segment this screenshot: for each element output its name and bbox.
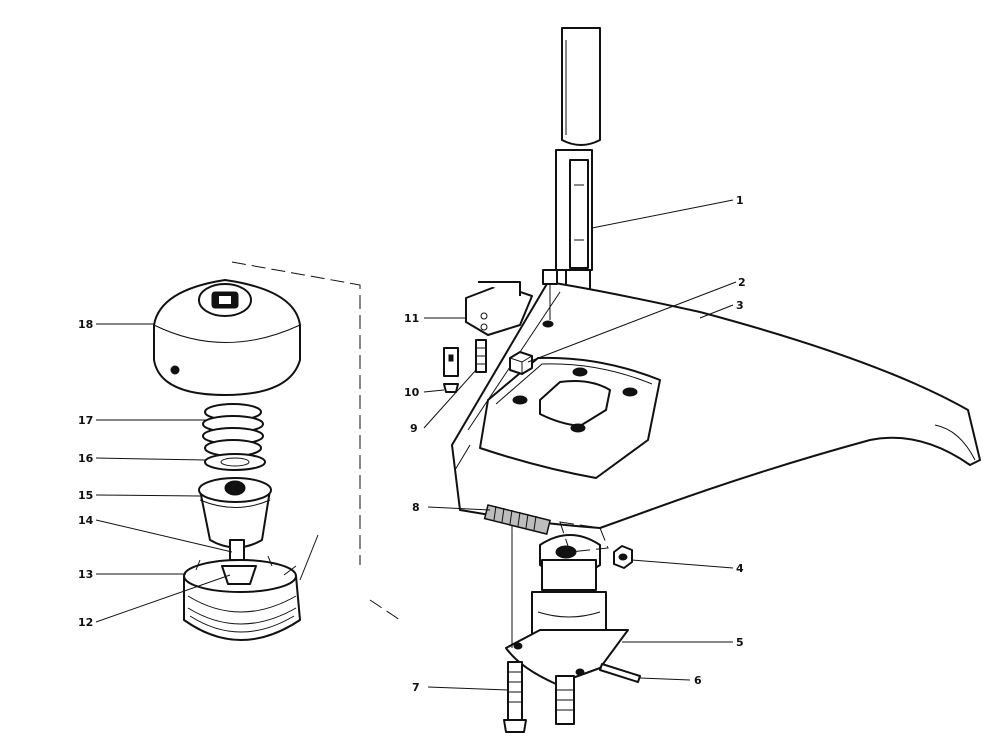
part-10-plate <box>443 347 459 393</box>
part-17-spring <box>202 403 264 457</box>
part-16-washer <box>204 453 266 471</box>
part-14-shaft <box>229 539 245 561</box>
part-8-spring <box>483 504 552 535</box>
callout-7: 7 <box>412 681 420 694</box>
part-5-mount-plate <box>505 629 629 685</box>
leader-lines <box>95 199 737 691</box>
part-2-nut <box>509 351 533 375</box>
part-7-bolt <box>503 661 527 733</box>
callout-15: 15 <box>78 489 93 502</box>
callout-17: 17 <box>78 414 93 427</box>
part-11-bracket <box>465 281 533 336</box>
callout-11: 11 <box>404 312 419 325</box>
callout-12: 12 <box>78 616 93 629</box>
callout-2: 2 <box>738 276 746 289</box>
callout-5: 5 <box>736 636 744 649</box>
callout-6: 6 <box>694 674 702 687</box>
part-4-nut <box>613 545 633 569</box>
callout-18: 18 <box>78 318 93 331</box>
callout-13: 13 <box>78 568 93 581</box>
part-9-screw <box>475 339 487 373</box>
shield-bolt <box>542 269 558 320</box>
callout-8: 8 <box>412 501 420 514</box>
callout-10: 10 <box>404 386 420 399</box>
output-shaft <box>555 675 575 725</box>
shaft-tube <box>561 27 601 146</box>
callout-1: 1 <box>736 194 744 207</box>
callout-3: 3 <box>736 299 744 312</box>
callout-14: 14 <box>78 514 94 527</box>
part-15-hub <box>198 477 272 549</box>
callout-9: 9 <box>410 422 418 435</box>
part-3-shield <box>451 281 981 529</box>
part-18-cap <box>153 279 301 396</box>
callout-16: 16 <box>78 452 94 465</box>
part-13-spool <box>183 534 319 641</box>
part-6-pin <box>599 663 641 683</box>
callout-4: 4 <box>736 562 744 575</box>
